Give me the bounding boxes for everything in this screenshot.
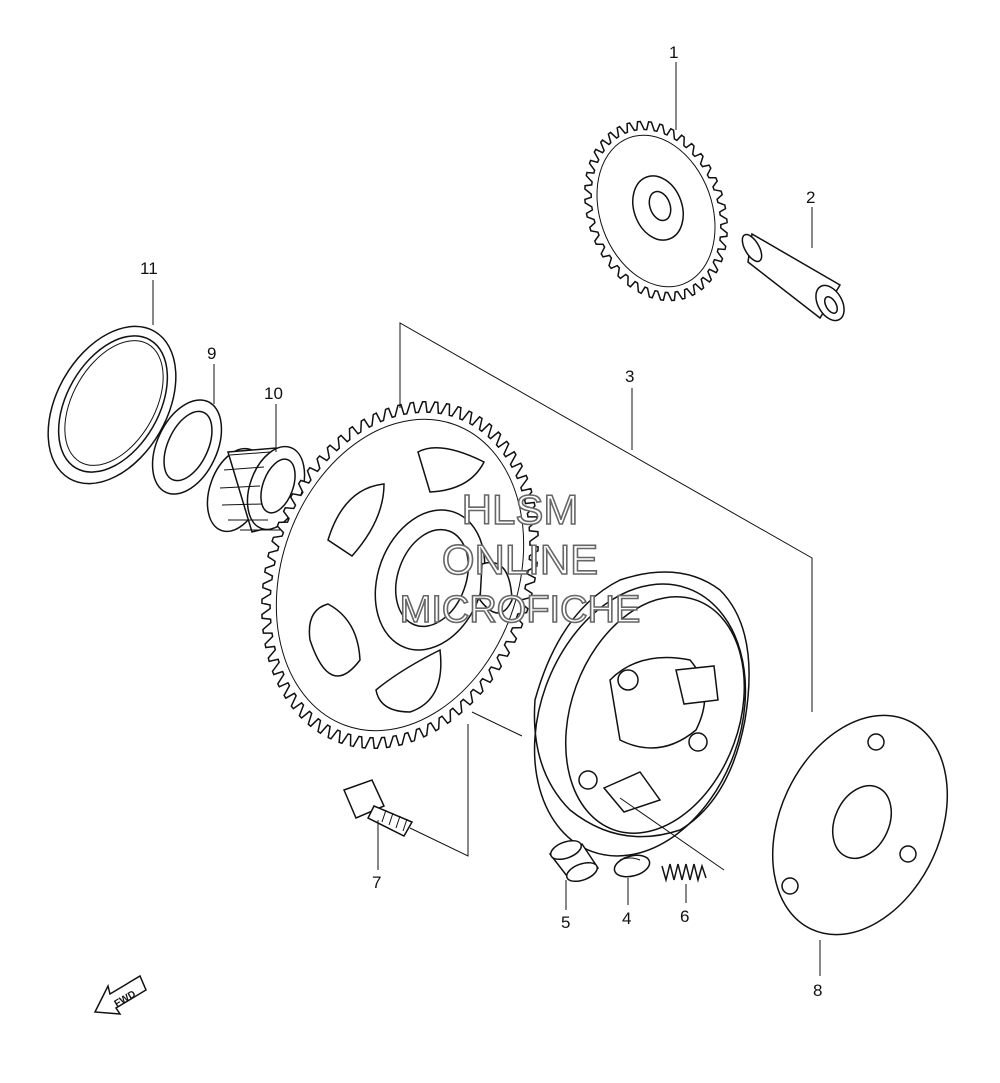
part-4-plunger[interactable]	[612, 852, 652, 881]
part-number-1: 1	[669, 43, 678, 62]
part-number-labels: 1 2 3 4 5 6 7 8 9 10 11	[140, 43, 822, 1000]
part-number-9: 9	[207, 344, 216, 363]
starter-clutch-housing[interactable]	[498, 554, 782, 886]
part-number-11: 11	[140, 259, 158, 278]
watermark-line-2: ONLINE	[442, 536, 598, 583]
part-number-5: 5	[561, 913, 570, 932]
watermark: HLSM ONLINE MICROFICHE	[399, 485, 641, 632]
watermark-line-3: MICROFICHE	[400, 589, 641, 631]
part-7-bolt[interactable]	[342, 779, 414, 837]
part-number-7: 7	[372, 873, 381, 892]
leader-lines	[152, 62, 821, 976]
gear-1-teeth	[584, 120, 728, 302]
part-1-idle-gear[interactable]	[577, 119, 736, 304]
part-number-3: 3	[625, 367, 634, 386]
part-2-shaft[interactable]	[738, 232, 849, 326]
part-number-6: 6	[680, 907, 689, 926]
gear-1-face	[596, 134, 716, 288]
watermark-line-1: HLSM	[462, 486, 579, 533]
fwd-arrow-icon: FWD	[93, 974, 147, 1015]
part-6-spring[interactable]	[661, 863, 707, 883]
gear-1-bore	[648, 190, 672, 222]
part-number-2: 2	[806, 188, 815, 207]
part-11-ring[interactable]	[22, 304, 202, 506]
part-5-roller[interactable]	[548, 837, 600, 885]
part-8-plate[interactable]	[739, 687, 981, 963]
part-number-4: 4	[622, 909, 631, 928]
part-number-8: 8	[813, 981, 822, 1000]
gear-1-hub	[632, 175, 684, 241]
part-number-10: 10	[264, 384, 283, 403]
part-9-washer[interactable]	[139, 389, 236, 505]
part-3-starter-driven-gear[interactable]	[234, 384, 565, 765]
